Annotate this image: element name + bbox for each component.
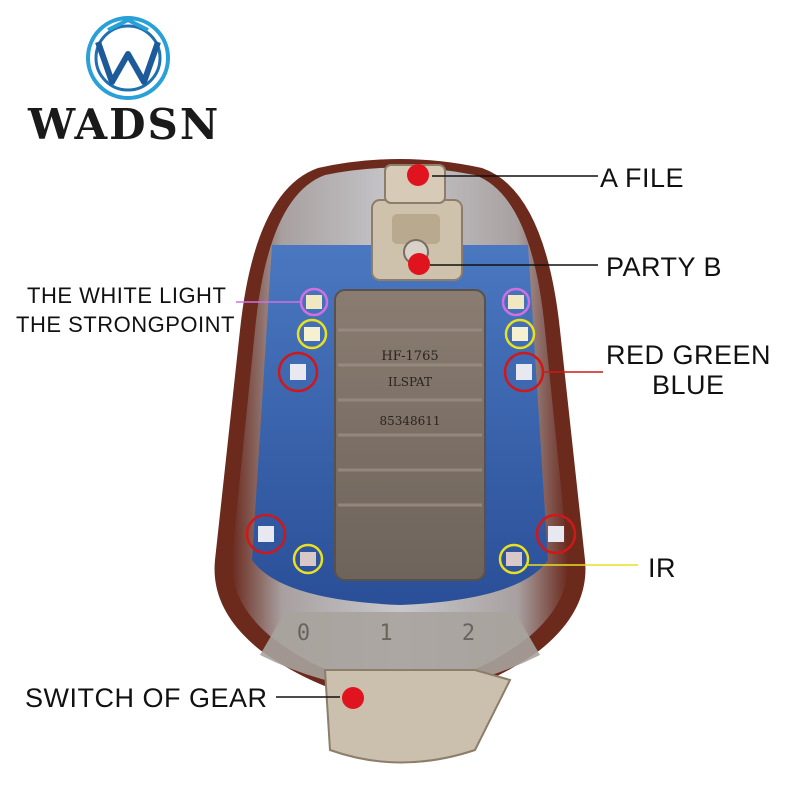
label-switch: SWITCH OF GEAR bbox=[25, 683, 268, 713]
led-white-left bbox=[299, 287, 329, 317]
label-white-light-1: THE WHITE LIGHT bbox=[27, 283, 227, 308]
led-yellow-right bbox=[504, 318, 536, 350]
cover-line-3: 85348611 bbox=[379, 414, 440, 428]
brand-name: WADSN bbox=[28, 100, 221, 149]
label-a-file: A FILE bbox=[600, 163, 685, 193]
led-ir-left bbox=[292, 543, 324, 575]
w-shield-logo bbox=[86, 16, 170, 100]
led-rgb-left bbox=[277, 351, 319, 393]
label-white-light-2: THE STRONGPOINT bbox=[16, 312, 235, 337]
model-text: HF-1765 bbox=[381, 349, 438, 364]
marker-switch bbox=[342, 687, 364, 709]
led-ir-right-red bbox=[535, 513, 577, 555]
label-ir: IR bbox=[648, 553, 676, 583]
label-rgb-2: BLUE bbox=[652, 370, 725, 400]
led-white-right bbox=[501, 287, 531, 317]
cover-line-2: ILSPAT bbox=[388, 375, 432, 389]
led-yellow-left bbox=[296, 318, 328, 350]
dial-marks: 0 1 2 bbox=[297, 621, 503, 646]
label-party-b: PARTY B bbox=[606, 252, 723, 282]
gear-switch bbox=[323, 669, 512, 764]
led-ir-right bbox=[498, 543, 530, 575]
marker-party-b bbox=[408, 253, 430, 275]
label-rgb-1: RED GREEN bbox=[606, 340, 772, 370]
marker-a-file bbox=[407, 164, 429, 186]
led-ir-left-red bbox=[245, 513, 287, 555]
